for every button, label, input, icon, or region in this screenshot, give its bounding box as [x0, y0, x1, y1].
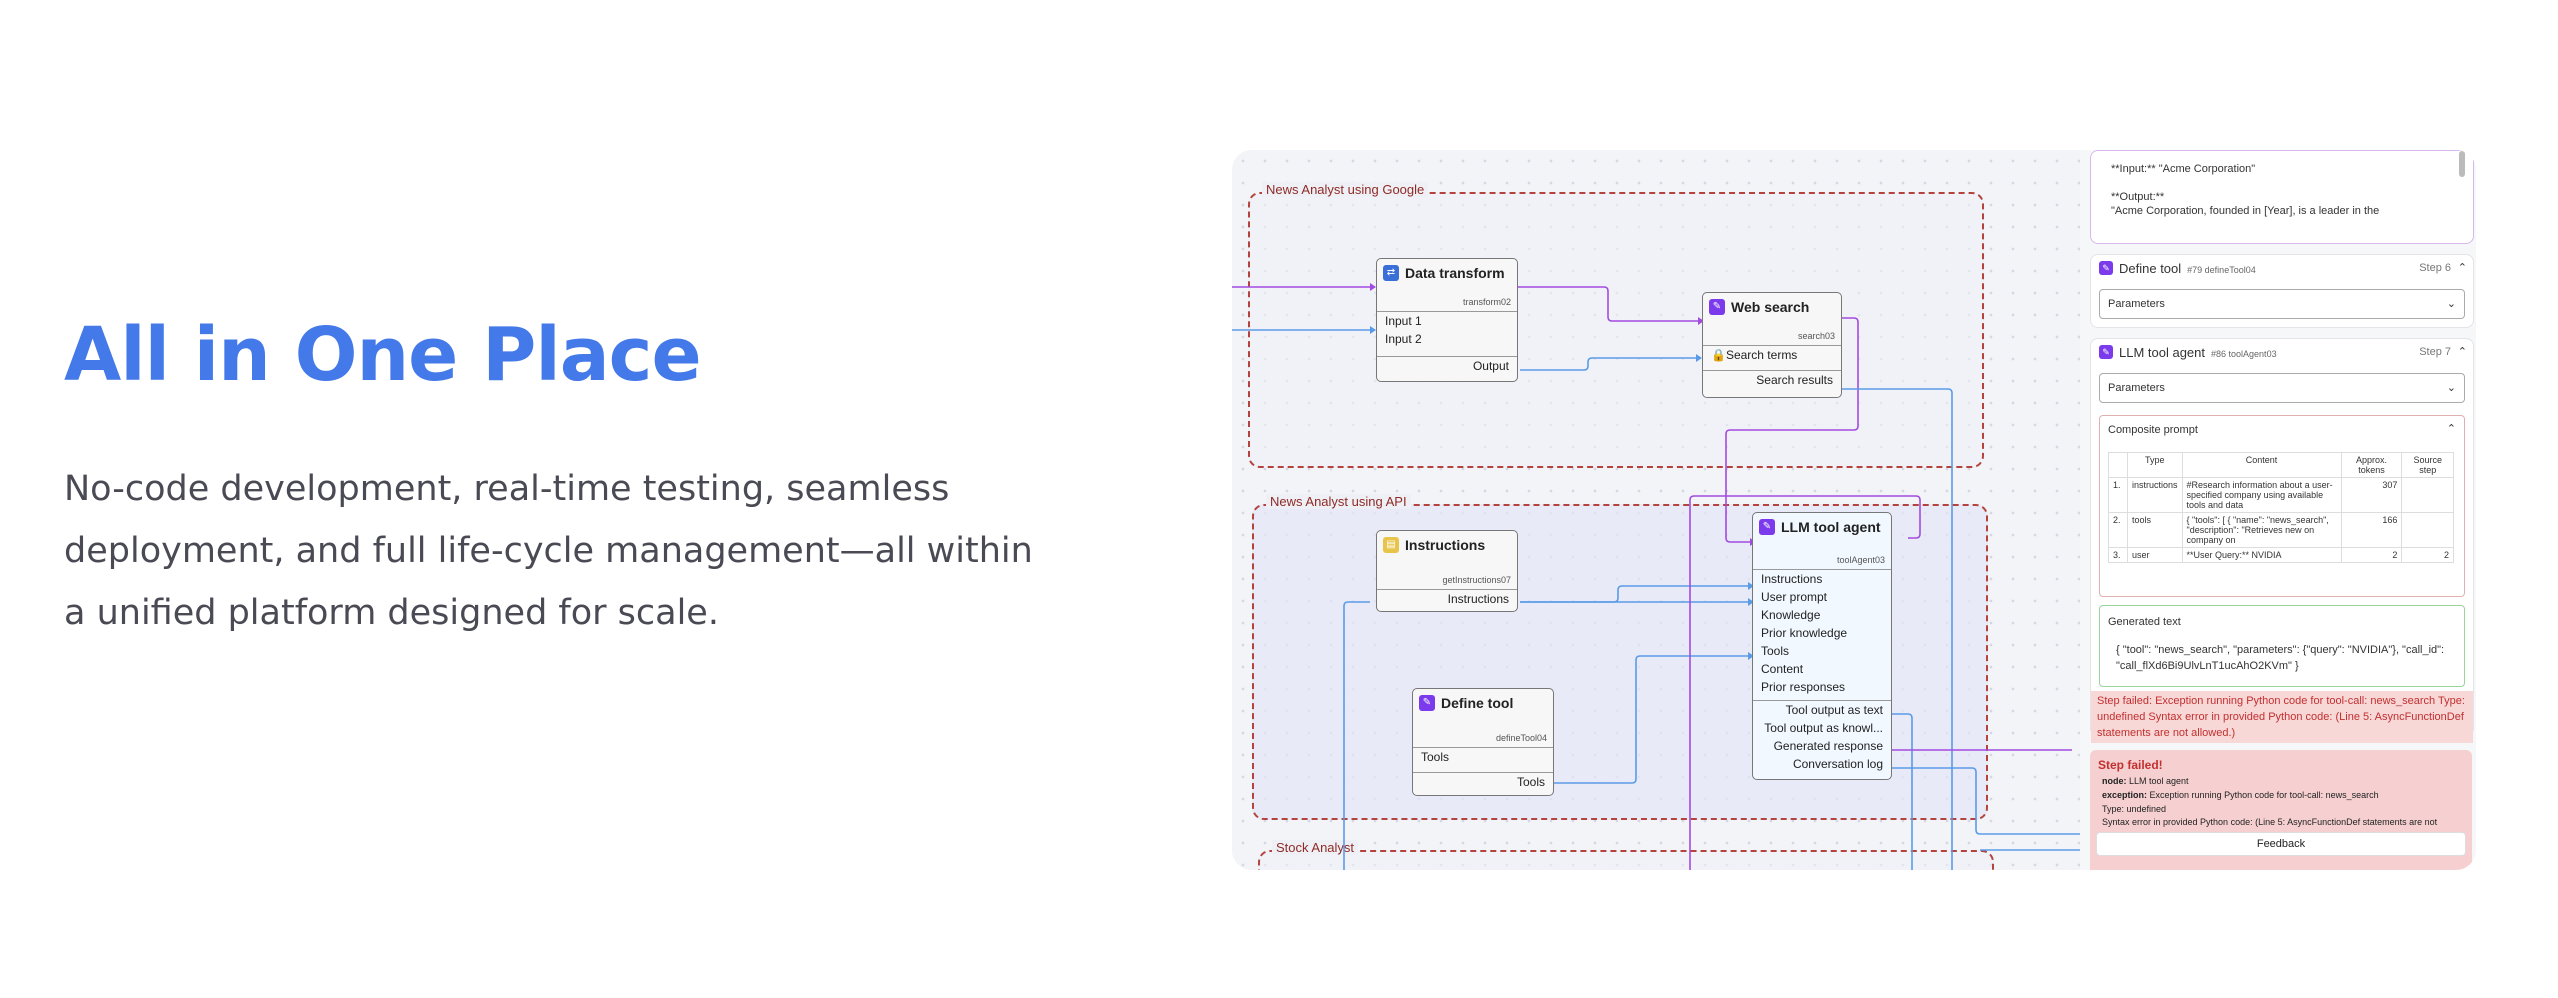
node-id: transform02 [1462, 297, 1511, 307]
output-text-card: **Input:** "Acme Corporation" **Output:*… [2090, 150, 2474, 244]
error-exception: exception: Exception running Python code… [2102, 790, 2379, 800]
composite-prompt-section: Composite prompt ⌃ Type Content Approx. … [2099, 415, 2465, 597]
group-label: News Analyst using API [1266, 494, 1411, 509]
instructions-icon: ▤ [1383, 537, 1399, 553]
step-number: Step 6 [2419, 262, 2451, 274]
step-failed-card: Step failed! node: LLM tool agent except… [2090, 750, 2472, 870]
node-define-tool[interactable]: ✎ Define tool defineTool04 Tools Tools [1412, 688, 1554, 796]
node-title: Define tool [1441, 695, 1514, 711]
lock-icon: 🔒 [1711, 348, 1726, 362]
output-text-line: "Acme Corporation, founded in [Year], is… [2111, 205, 2380, 217]
scrollbar[interactable] [2459, 151, 2465, 177]
chevron-up-icon[interactable]: ⌃ [2446, 423, 2456, 435]
parameters-dropdown[interactable]: Parameters ⌄ [2099, 289, 2465, 319]
workflow-canvas[interactable]: News Analyst using Google News Analyst u… [1232, 150, 2080, 870]
step-number: Step 7 [2419, 346, 2451, 358]
tool-icon: ✎ [2099, 261, 2113, 275]
input-port-2[interactable]: Input 2 [1385, 332, 1422, 346]
node-id: toolAgent03 [1836, 555, 1885, 565]
card-ref: #79 defineTool04 [2187, 265, 2256, 275]
card-title: LLM tool agent [2119, 345, 2206, 360]
table-row: 3. user **User Query:** NVIDIA 2 2 [2108, 547, 2454, 563]
output-port-tool-text[interactable]: Tool output as text [1785, 703, 1883, 717]
node-id: defineTool04 [1495, 733, 1547, 743]
node-llm-tool-agent[interactable]: ✎ LLM tool agent toolAgent03 Instruction… [1752, 512, 1892, 780]
error-type: Type: undefined [2102, 804, 2167, 814]
tool-icon: ✎ [1419, 695, 1435, 711]
chevron-up-icon[interactable]: ⌃ [2457, 262, 2467, 274]
generated-text-section: Generated text { "tool": "news_search", … [2099, 605, 2465, 687]
input-port-prior-responses[interactable]: Prior responses [1761, 680, 1846, 694]
tool-icon: ✎ [1709, 299, 1725, 315]
hero-section: All in One Place No-code development, re… [64, 318, 1064, 644]
error-node: node: LLM tool agent [2102, 776, 2189, 786]
table-row: 2. tools { "tools": [ { "name": "news_se… [2108, 512, 2454, 548]
execution-panel[interactable]: **Input:** "Acme Corporation" **Output:*… [2080, 150, 2476, 870]
node-id: getInstructions07 [1442, 575, 1511, 585]
input-port-search-terms[interactable]: 🔒Search terms [1711, 348, 1798, 362]
input-port-knowledge[interactable]: Knowledge [1761, 608, 1821, 622]
input-port-tools[interactable]: Tools [1761, 644, 1790, 658]
input-port-instructions[interactable]: Instructions [1761, 572, 1823, 586]
output-port-tool-knowledge[interactable]: Tool output as knowl... [1764, 721, 1883, 735]
feedback-button[interactable]: Feedback [2096, 832, 2466, 856]
output-port[interactable]: Tools [1413, 772, 1553, 791]
connection-wires [1232, 283, 2080, 870]
step-error-text: Step failed: Exception running Python co… [2091, 691, 2473, 743]
tool-icon: ✎ [2099, 345, 2113, 359]
input-port-1[interactable]: Input 1 [1385, 314, 1422, 328]
group-label: Stock Analyst [1272, 840, 1359, 855]
parameters-dropdown[interactable]: Parameters ⌄ [2099, 373, 2465, 403]
group-label: News Analyst using Google [1262, 182, 1429, 197]
node-id: search03 [1797, 331, 1835, 341]
output-port[interactable]: Output [1377, 356, 1517, 375]
table-row: 1. instructions #Research information ab… [2108, 477, 2454, 513]
node-title: Data transform [1405, 265, 1505, 281]
group-stock-analyst[interactable]: Stock Analyst [1258, 840, 1994, 870]
output-port[interactable]: Search results [1703, 370, 1841, 389]
card-ref: #86 toolAgent03 [2211, 349, 2277, 359]
hero-title: All in One Place [64, 312, 702, 398]
chevron-down-icon: ⌄ [2446, 298, 2456, 310]
step-card-define-tool[interactable]: ✎ Define tool #79 defineTool04 Step 6 ⌃ P… [2090, 254, 2474, 328]
output-port-conversation-log[interactable]: Conversation log [1792, 757, 1883, 771]
chevron-up-icon[interactable]: ⌃ [2457, 346, 2467, 358]
error-title: Step failed! [2098, 758, 2163, 772]
app-screenshot: News Analyst using Google News Analyst u… [1232, 150, 2476, 870]
section-title: Composite prompt [2108, 424, 2198, 436]
composite-prompt-table: Type Content Approx. tokens Source step … [2108, 452, 2454, 563]
node-title: LLM tool agent [1781, 519, 1881, 535]
section-title: Generated text [2108, 616, 2181, 628]
input-port-prior-knowledge[interactable]: Prior knowledge [1761, 626, 1848, 640]
input-port-tools[interactable]: Tools [1421, 750, 1450, 764]
tool-icon: ✎ [1759, 519, 1775, 535]
output-port[interactable]: Instructions [1447, 592, 1509, 606]
output-text-line: **Input:** "Acme Corporation" [2111, 163, 2256, 175]
hero-subtitle: No-code development, real-time testing, … [64, 469, 1033, 633]
output-text-line: **Output:** [2111, 191, 2165, 203]
input-port-user-prompt[interactable]: User prompt [1761, 590, 1828, 604]
card-title: Define tool [2119, 261, 2182, 276]
node-instructions[interactable]: ▤ Instructions getInstructions07 Instruc… [1376, 530, 1518, 612]
node-data-transform[interactable]: ⇄ Data transform transform02 Input 1 Inp… [1376, 258, 1518, 382]
chevron-down-icon: ⌄ [2446, 382, 2456, 394]
node-title: Web search [1731, 299, 1810, 315]
generated-text: { "tool": "news_search", "parameters": {… [2116, 644, 2445, 672]
error-syntax: Syntax error in provided Python code: (L… [2102, 817, 2438, 827]
output-port-generated-response[interactable]: Generated response [1773, 739, 1883, 753]
input-port-content[interactable]: Content [1761, 662, 1804, 676]
transform-icon: ⇄ [1383, 265, 1399, 281]
node-title: Instructions [1405, 537, 1486, 553]
step-card-llm-tool-agent[interactable]: ✎ LLM tool agent #86 toolAgent03 Step 7 ⌃… [2090, 338, 2474, 743]
node-web-search[interactable]: ✎ Web search search03 🔒Search terms Sear… [1702, 292, 1842, 398]
